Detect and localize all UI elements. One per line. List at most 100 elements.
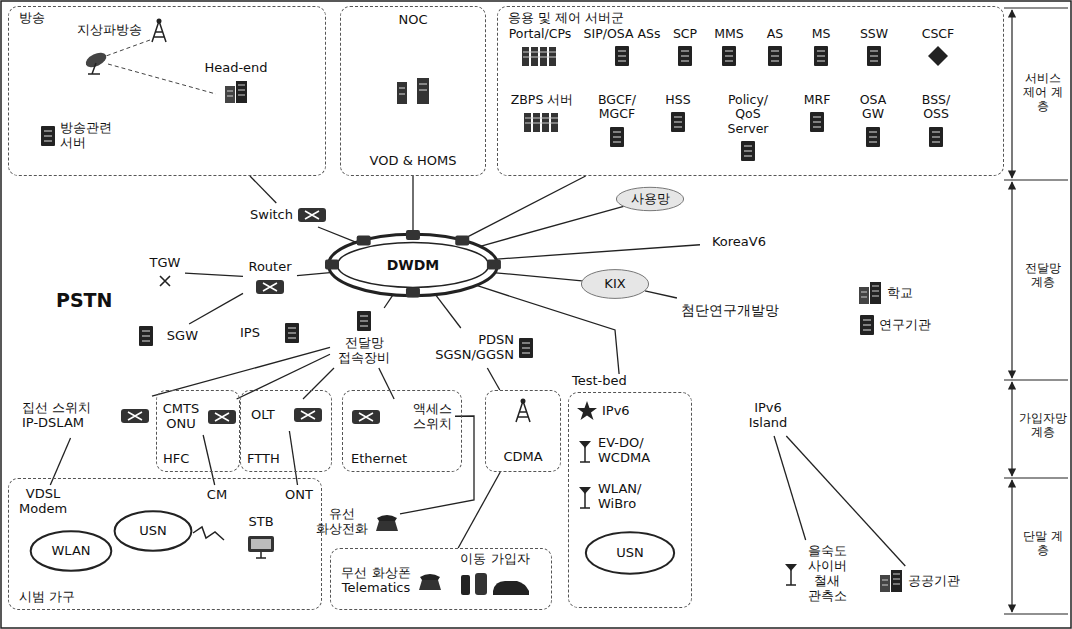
node-label: AS	[767, 27, 784, 41]
node-label: BSS/ OSS	[916, 93, 956, 122]
server-icon	[614, 45, 630, 67]
switch-icon	[293, 406, 323, 424]
device-node: WLAN/ WiBro	[576, 478, 684, 516]
node-label: SSW	[860, 27, 888, 41]
cloud-network: KIX	[580, 268, 650, 300]
ellipse-node: USN	[113, 509, 193, 553]
connector-line	[303, 368, 334, 399]
server-node: CSCF	[911, 27, 965, 75]
device-node: TGW	[145, 254, 185, 290]
server-icon	[740, 140, 756, 162]
server-icon	[670, 111, 686, 133]
node-label: Head-end	[204, 61, 267, 76]
switch-icon	[120, 407, 150, 425]
group-box: FTTH OLT	[240, 390, 332, 472]
server-icon	[356, 310, 372, 332]
node-label: 액세스 스위치	[409, 402, 455, 432]
node-label: Policy/ QoS Server	[714, 93, 782, 136]
connector-line	[384, 296, 392, 308]
device-node: 공공기관	[876, 566, 962, 596]
device-node: 액세스 스위치	[351, 399, 455, 435]
node-label: FTTH	[247, 452, 280, 467]
node-label: Portal/CPs	[509, 27, 572, 41]
group-box: 응용 및 제어 서버군Portal/CPsSIP/OSA ASsSCPMMSAS…	[497, 6, 1004, 176]
node-label: EV-DO/ WCDMA	[598, 436, 662, 466]
server-icon	[609, 126, 625, 148]
cloud-network: 사용망	[615, 186, 685, 212]
node-label: Ethernet	[351, 452, 407, 467]
phone-icon	[417, 571, 443, 591]
node-label: SCP	[673, 27, 697, 41]
device-node: SGW	[138, 324, 198, 348]
node-label: 첨단연구개발망	[681, 302, 779, 318]
node-label: Test-bed	[572, 374, 627, 389]
group-box: 이동 가입자무선 화상폰 Telematics	[330, 548, 552, 610]
connector-line	[463, 176, 586, 239]
connector-line	[189, 293, 243, 324]
antenna-icon	[782, 562, 800, 586]
rack2-icon	[393, 78, 433, 104]
ellipse-node: USN	[584, 530, 676, 576]
connector-line	[237, 354, 330, 399]
node-label: 연구기관	[879, 318, 931, 333]
group-box: 시범 가구VDSL ModemCMONTWLANUSNSTB	[8, 478, 322, 610]
building-icon	[878, 569, 904, 593]
node-label: IPv6 Island	[746, 401, 790, 431]
device-node: PDSN SGSN/GGSN	[418, 328, 534, 368]
node-label: 을숙도 사이버 철새 관측소	[804, 544, 850, 604]
switch-icon	[351, 408, 381, 426]
tv-icon	[246, 534, 276, 560]
connector-line	[436, 295, 461, 328]
device-node: IPv6 Island	[728, 396, 808, 436]
star-icon	[576, 400, 598, 422]
node-label: 공공기관	[908, 574, 960, 589]
device-node: 연구기관	[850, 312, 940, 338]
device-node: CM	[199, 485, 235, 505]
node-label: IPv6	[602, 404, 630, 419]
server-icon	[721, 45, 737, 67]
node-label: NOC	[398, 13, 427, 28]
node-label: Switch	[250, 208, 293, 223]
connector-line	[487, 368, 499, 390]
device-node: 집선 스위치 IP-DSLAM	[8, 394, 152, 438]
node-label: HFC	[163, 452, 189, 467]
node-label: 학교	[887, 286, 913, 301]
server-node: MRF	[795, 93, 839, 165]
antenna-icon	[576, 439, 594, 463]
phone-icon	[374, 512, 400, 532]
device-node: 방송관련 서버	[15, 111, 145, 161]
server-icon	[40, 125, 56, 147]
server-icon	[865, 126, 881, 148]
server-node: SSW	[849, 27, 899, 75]
tower-icon	[146, 17, 172, 43]
node-label: 시범 가구	[19, 590, 75, 605]
device-node: CMTS ONU	[161, 399, 237, 435]
node-label: VDSL Modem	[19, 487, 67, 517]
connector-line	[318, 227, 355, 242]
group-box: 방송지상파방송Head-end방송관련 서버	[8, 6, 326, 176]
antenna-icon	[576, 485, 594, 509]
device-node: 지상파방송	[49, 15, 199, 45]
server-node: MS	[801, 27, 841, 75]
connector-line	[481, 206, 623, 246]
server-node: MMS	[707, 27, 751, 75]
node-label: 유선 화상전화	[314, 507, 370, 537]
node-label: 전달망 접속장비	[333, 336, 395, 366]
node-label: ZBPS 서버	[511, 93, 574, 107]
node-label: 사용망	[631, 192, 670, 207]
server-icon	[138, 325, 154, 347]
satellite-dish	[83, 40, 216, 94]
node-label: BGCF/ MGCF	[594, 93, 640, 122]
switch-icon	[297, 206, 327, 224]
node-label: ONT	[285, 488, 313, 503]
server-icon	[866, 45, 882, 67]
node-label: CMTS ONU	[161, 402, 201, 432]
node-label: Router	[248, 260, 291, 275]
device-node: Router	[243, 254, 297, 302]
node-label: OLT	[251, 408, 275, 423]
wireless-link	[193, 527, 224, 540]
node-label: USN	[139, 524, 167, 539]
layer-label: 전달망 계층	[1018, 262, 1068, 290]
server-node: BSS/ OSS	[906, 93, 966, 165]
